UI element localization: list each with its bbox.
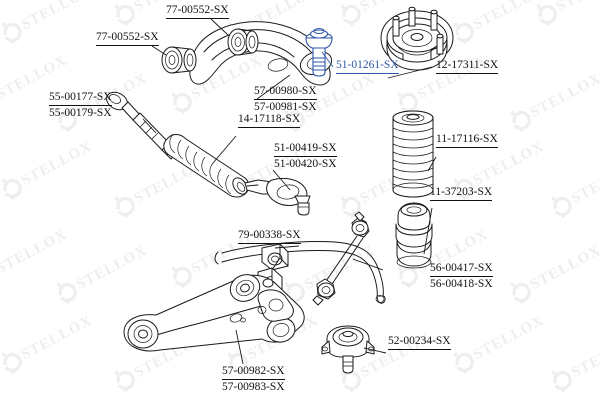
leader-79-00338: [274, 245, 300, 249]
lower-arm-bushing-front: [127, 319, 159, 349]
label-outer-tie-rod-end[interactable]: 51-00419-SX 51-00420-SX: [274, 142, 337, 170]
leader-56-00417: [352, 258, 384, 271]
label-inner-tie-rod[interactable]: 55-00177-SX 55-00179-SX: [49, 91, 112, 119]
leader-52-00234: [363, 347, 387, 354]
label-upper-ball-joint-highlighted[interactable]: 51-01261-SX: [336, 58, 399, 74]
strut-mount-studs: [392, 6, 444, 55]
label-stabilizer-bar-bushing[interactable]: 79-00338-SX: [238, 228, 301, 244]
leader-11-17116: [427, 156, 437, 172]
leader-77-00552-top: [210, 18, 229, 36]
label-upper-arm-bushing-front[interactable]: 77-00552-SX: [96, 30, 159, 46]
label-upper-control-arm[interactable]: 57-00980-SX 57-00981-SX: [254, 85, 317, 113]
leader-57-00980: [256, 74, 291, 100]
part-shock-dust-boot: [392, 110, 434, 198]
label-shock-dust-boot[interactable]: 11-17116-SX: [436, 132, 498, 148]
part-outer-tie-rod-end: [244, 177, 311, 216]
label-steering-rack-boot[interactable]: 14-17118-SX: [238, 112, 301, 128]
label-upper-arm-bushing-rear[interactable]: 77-00552-SX: [166, 3, 229, 19]
part-upper-ball-joint-highlighted: [305, 28, 333, 77]
label-bump-stop[interactable]: 11-37203-SX: [430, 185, 493, 201]
label-lower-ball-joint[interactable]: 52-00234-SX: [388, 334, 451, 350]
part-bump-stop: [395, 202, 433, 269]
label-strut-mount[interactable]: 12-17311-SX: [436, 58, 499, 74]
part-lower-ball-joint: [321, 325, 375, 374]
leader-55-00177: [142, 118, 157, 134]
leader-12-17311: [387, 66, 433, 79]
part-steering-rack-boot: [163, 133, 250, 198]
upper-arm-bushing-rear: [227, 28, 259, 56]
upper-arm-bushing-front: [161, 46, 197, 74]
label-stabilizer-link[interactable]: 56-00417-SX 56-00418-SX: [430, 262, 493, 290]
leader-51-00419: [272, 169, 291, 191]
leader-14-17118: [212, 135, 237, 164]
leader-77-00552-left: [151, 45, 167, 56]
lower-arm-bushing-rear: [229, 274, 261, 302]
part-lower-control-arm: [123, 274, 305, 352]
label-lower-control-arm[interactable]: 57-00982-SX 57-00983-SX: [222, 365, 285, 393]
part-stabilizer-link: [312, 211, 370, 306]
leader-lines: [142, 18, 437, 365]
leader-11-37203: [423, 207, 433, 255]
leader-57-00982: [235, 329, 244, 365]
leader-51-01261: [321, 51, 334, 68]
part-strut-mount: [380, 6, 454, 71]
